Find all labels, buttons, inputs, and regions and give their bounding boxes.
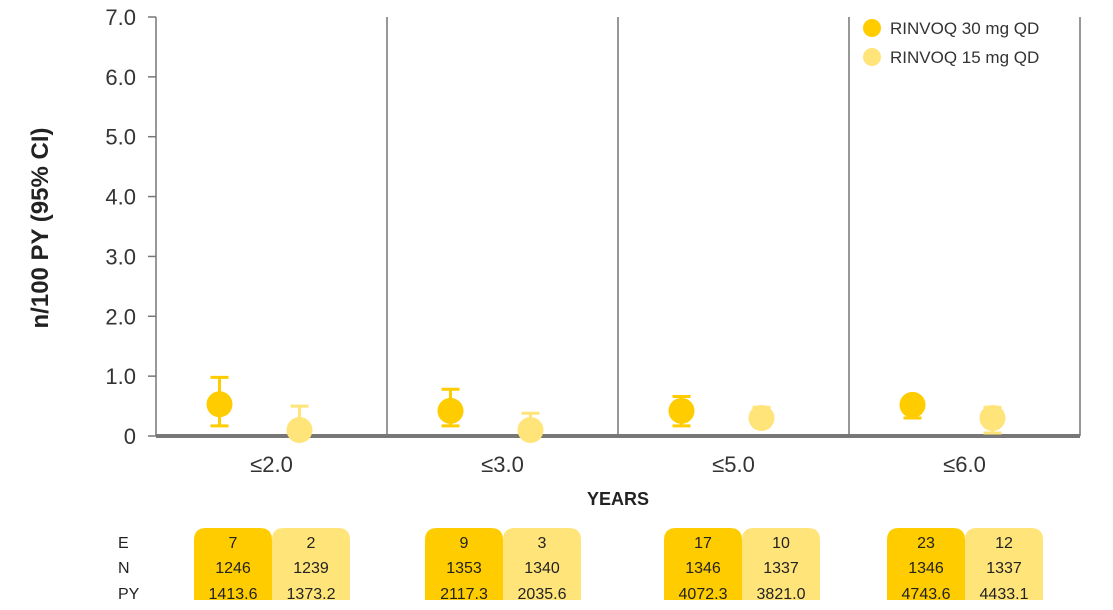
table-cell-e: 10 xyxy=(772,535,790,552)
table-cell-py: 2117.3 xyxy=(440,586,488,603)
legend-label: RINVOQ 15 mg QD xyxy=(890,48,1039,67)
table-cell-n: 1246 xyxy=(215,560,251,577)
table-cell-bg xyxy=(503,528,581,600)
table-cell-bg xyxy=(887,528,965,600)
table-cell-e: 17 xyxy=(694,535,712,552)
data-point xyxy=(437,397,464,424)
table-cell-n: 1340 xyxy=(524,560,560,577)
table-cell-py: 4433.1 xyxy=(980,586,1029,603)
table-row-label: E xyxy=(118,535,129,552)
table-cell-n: 1353 xyxy=(446,560,482,577)
data-table: EN PY 7 1246 1413.6 2 1239 1373.2 9 1353 2117.3 3 13… xyxy=(118,528,1043,603)
grid-layer xyxy=(386,17,1081,436)
table-cell-bg xyxy=(425,528,503,600)
y-tick-label: 5.0 xyxy=(105,125,136,150)
y-tick-label: 0 xyxy=(124,424,136,449)
y-tick-label: 4.0 xyxy=(105,185,136,210)
table-cell-e: 9 xyxy=(460,535,469,552)
table-cell-py: 4072.3 xyxy=(679,586,728,603)
table-cell-n: 1337 xyxy=(986,560,1022,577)
table-cell-e: 3 xyxy=(538,535,547,552)
data-point xyxy=(286,417,313,444)
y-tick-label: 7.0 xyxy=(105,5,136,30)
x-category-label: ≤6.0 xyxy=(943,452,986,477)
table-cell-bg xyxy=(272,528,350,600)
data-point xyxy=(899,391,926,418)
y-tick-label: 6.0 xyxy=(105,65,136,90)
table-cell-e: 12 xyxy=(995,535,1013,552)
table-cell-py: 4743.6 xyxy=(902,586,951,603)
data-point xyxy=(979,405,1006,432)
legend: RINVOQ 30 mg QD RINVOQ 15 mg QD xyxy=(863,19,1039,67)
table-row-label: PY xyxy=(118,586,140,603)
table-cell-py: 1413.6 xyxy=(209,586,258,603)
table-cell-e: 7 xyxy=(229,535,238,552)
y-tick-label: 3.0 xyxy=(105,244,136,269)
x-category-label: ≤2.0 xyxy=(250,452,293,477)
y-tick-label: 1.0 xyxy=(105,364,136,389)
table-cell-e: 23 xyxy=(917,535,935,552)
table-cell-n: 1239 xyxy=(293,560,329,577)
data-point xyxy=(517,417,544,444)
table-row-label: N xyxy=(118,560,130,577)
marks-layer xyxy=(206,375,1006,444)
data-point xyxy=(668,397,695,424)
legend-label: RINVOQ 30 mg QD xyxy=(890,19,1039,38)
table-cell-n: 1346 xyxy=(685,560,721,577)
legend-swatch xyxy=(863,19,881,37)
x-axis-title: YEARS xyxy=(587,489,649,509)
table-cell-py: 3821.0 xyxy=(757,586,806,603)
table-cell-bg xyxy=(965,528,1043,600)
table-cell-n: 1337 xyxy=(763,560,799,577)
data-point xyxy=(206,391,233,418)
x-category-label: ≤5.0 xyxy=(712,452,755,477)
table-cell-py: 2035.6 xyxy=(518,586,567,603)
data-point xyxy=(748,405,775,432)
table-cell-bg xyxy=(742,528,820,600)
table-cell-n: 1346 xyxy=(908,560,944,577)
table-cell-bg xyxy=(664,528,742,600)
table-cell-bg xyxy=(194,528,272,600)
table-cell-e: 2 xyxy=(307,535,316,552)
y-tick-label: 2.0 xyxy=(105,304,136,329)
legend-swatch xyxy=(863,48,881,66)
x-category-label: ≤3.0 xyxy=(481,452,524,477)
axis-layer: 7.0 6.0 5.0 4.0 3.0 2.0 1.0 0 ≤2.0 ≤3.0 ≤5.0 ≤6.0 xyxy=(105,5,1080,477)
y-axis-title: n/100 PY (95% CI) xyxy=(27,128,54,329)
table-cell-py: 1373.2 xyxy=(287,586,336,603)
